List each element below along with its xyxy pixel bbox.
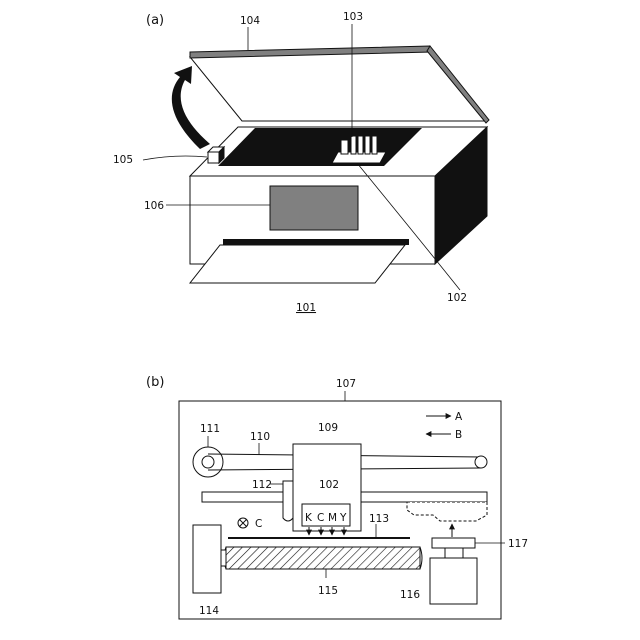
- callout-110: 110: [250, 431, 270, 443]
- panel-a: (a): [113, 11, 489, 314]
- cartridge-5: [372, 136, 377, 154]
- direction-c-icon: [238, 518, 248, 528]
- callout-101: 101: [296, 302, 316, 314]
- roller-motor: [193, 525, 221, 593]
- callout-113: 113: [369, 513, 389, 525]
- direction-c-label: C: [255, 518, 262, 530]
- idler-pulley: [475, 456, 487, 468]
- callout-117: 117: [508, 538, 528, 550]
- cartridge-3: [358, 136, 363, 154]
- callout-114: 114: [199, 605, 219, 617]
- callout-109: 109: [318, 422, 338, 434]
- output-tray: [190, 245, 405, 283]
- cartridge-4: [365, 136, 370, 154]
- cartridge-2: [351, 136, 356, 154]
- direction-a-label: A: [455, 411, 463, 423]
- paper-slot: [223, 239, 409, 245]
- panel-a-label: (a): [146, 13, 164, 28]
- callout-115: 115: [318, 585, 338, 597]
- nozzle-m-label: M: [328, 512, 337, 524]
- callout-102a: 102: [447, 292, 467, 304]
- lid: [190, 50, 487, 121]
- callout-112: 112: [252, 479, 272, 491]
- guide-holder: [283, 481, 293, 521]
- direction-b-label: B: [455, 429, 462, 441]
- callout-111: 111: [200, 423, 220, 435]
- display-panel: [270, 186, 358, 230]
- nozzle-k-label: K: [305, 512, 313, 524]
- nozzle-y-label: Y: [339, 512, 347, 524]
- nozzle-c-label: C: [317, 512, 324, 524]
- panel-b: (b) 107 A B 111 110 109 112 102 K: [146, 375, 528, 619]
- open-lid-arrow-icon: [172, 66, 210, 149]
- callout-103: 103: [343, 11, 363, 23]
- callout-106: 106: [144, 200, 164, 212]
- callout-116: 116: [400, 589, 420, 601]
- callout-102b: 102: [319, 479, 339, 491]
- platen-roller: [226, 547, 420, 569]
- panel-b-label: (b): [146, 375, 164, 390]
- callout-105: 105: [113, 154, 133, 166]
- callout-107: 107: [336, 378, 356, 390]
- cap: [432, 538, 475, 548]
- cap-motor: [430, 558, 477, 604]
- cap-stem: [445, 548, 463, 558]
- sensor-cube: [208, 147, 224, 163]
- roller-motor-shaft: [221, 550, 226, 566]
- cartridge-1: [341, 140, 348, 154]
- pulley-hub: [202, 456, 214, 468]
- callout-104: 104: [240, 15, 260, 27]
